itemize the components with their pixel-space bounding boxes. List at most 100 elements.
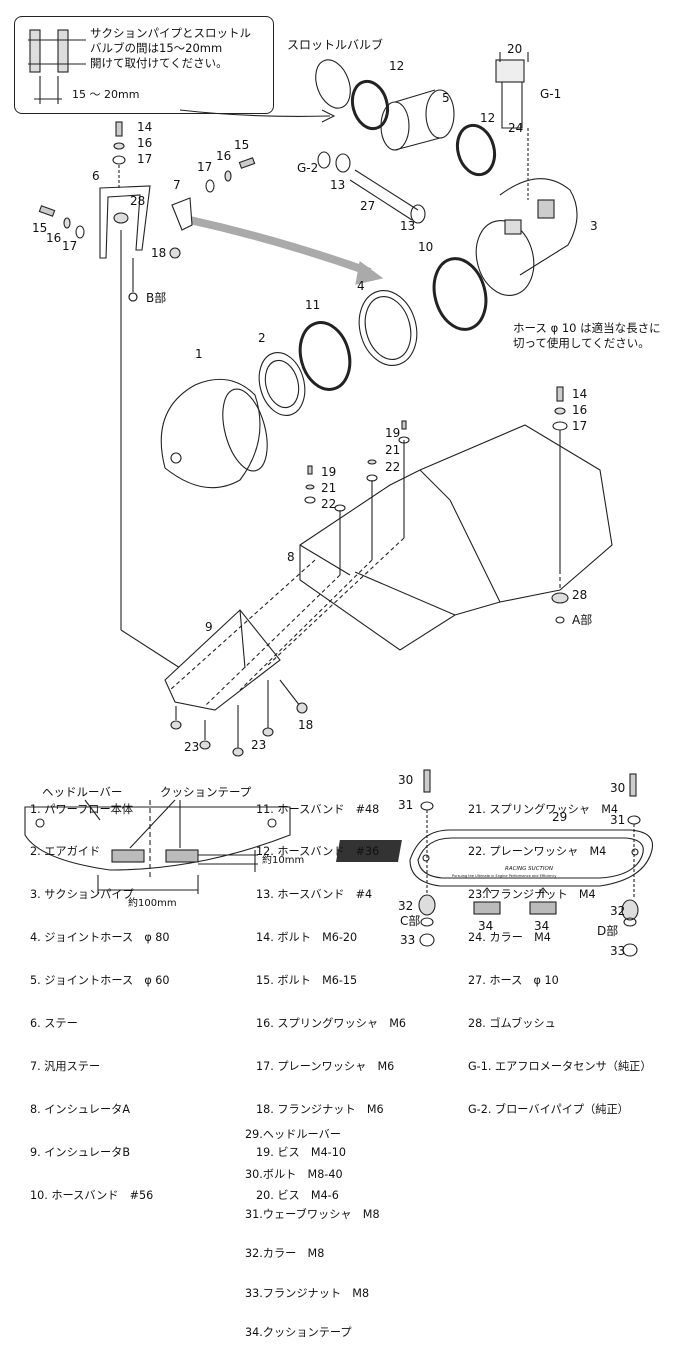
rubber-bush-28	[551, 592, 569, 604]
callout-28: 28	[130, 194, 145, 208]
part-item: 30.ボルト M8-40	[245, 1168, 343, 1181]
bolt-15	[38, 205, 56, 217]
bolt-14	[115, 121, 123, 137]
callout-19b: 19	[321, 465, 336, 479]
bolt-14b	[556, 386, 564, 402]
hks-logo: HKS RACING SUCTION Pursuing the Ultimate…	[336, 840, 556, 878]
part-item: 29.ヘッドルーバー	[245, 1128, 341, 1142]
part-item: 23. フランジナット M4	[468, 888, 596, 902]
flange-nut-23b	[199, 740, 211, 750]
callout-17b: 17	[197, 160, 212, 174]
plain-washer-17	[112, 155, 126, 165]
plain-washer-22	[398, 436, 410, 444]
guide-line	[279, 679, 301, 707]
air-flow-meter-sensor	[495, 52, 529, 200]
installation-note-text: サクションパイプとスロットル バルブの間は15～20mm 開けて取付けてください…	[90, 26, 251, 71]
callout-17c: 17	[62, 239, 77, 253]
note-line: 開けて取付けてください。	[90, 56, 228, 70]
callout-11: 11	[305, 298, 320, 312]
callout-7: 7	[173, 178, 181, 192]
part-item: 5. ジョイントホース φ 60	[30, 974, 170, 988]
callout-g1: G-1	[540, 87, 561, 101]
b-part-hole	[128, 292, 138, 302]
callout-30: 30	[398, 773, 413, 787]
hose-note-line: ホース φ 10 は適当な長さに	[513, 321, 661, 335]
exploded-parts-diagram: HKS RACING SUCTION Pursuing the Ultimate…	[24, 29, 661, 958]
callout-17d: 17	[572, 419, 587, 433]
callout-22: 22	[385, 460, 400, 474]
a-part-label: A部	[572, 612, 592, 627]
part-item: 11. ホースバンド #48	[256, 802, 380, 816]
callout-2: 2	[258, 331, 266, 345]
callout-3: 3	[590, 219, 598, 233]
callout-15: 15	[234, 138, 249, 152]
spring-washer-21	[367, 459, 377, 465]
callout-15b: 15	[32, 221, 47, 235]
dimension-100mm: 約100mm	[128, 896, 177, 909]
callout-27: 27	[360, 199, 375, 213]
throttle-valve-ring	[315, 59, 351, 109]
callout-33: 33	[400, 933, 415, 947]
part-item: 3. サクションパイプ	[30, 888, 134, 902]
callout-23b: 23	[251, 738, 266, 752]
part-item: 22. プレーンワッシャ M4	[468, 845, 607, 859]
part-item: 18. フランジナット M6	[256, 1102, 384, 1116]
part-item: 19. ビス M4-10	[256, 1145, 346, 1159]
insulator-b	[164, 609, 281, 711]
part-item: 16. スプリングワッシャ M6	[256, 1017, 406, 1031]
screw-19b	[307, 465, 313, 475]
part-item: 33.フランジナット M8	[245, 1286, 370, 1300]
assembly-arrow	[189, 216, 372, 276]
installation-note-box	[14, 16, 274, 114]
cushion-tape-label: クッションテープ	[160, 785, 252, 799]
callout-20: 20	[507, 42, 522, 56]
joint-hose-5-end	[425, 89, 455, 139]
callout-g2: G-2	[297, 161, 318, 175]
callout-21: 21	[385, 443, 400, 457]
head-louver-drawing	[24, 799, 291, 894]
callout-12b: 12	[480, 111, 495, 125]
part-item: 2. エアガイド	[30, 845, 101, 859]
callout-32: 32	[398, 899, 413, 913]
callout-8: 8	[287, 550, 295, 564]
callout-13b: 13	[400, 219, 415, 233]
callout-34b: 34	[534, 919, 549, 933]
part-item: 12. ホースバンド #36	[256, 845, 380, 859]
callout-34: 34	[478, 919, 493, 933]
part-item: 31.ウェーブワッシャ M8	[245, 1207, 380, 1221]
part-item: 21. スプリングワッシャ M4	[468, 802, 618, 816]
svg-text:HKS: HKS	[498, 842, 535, 861]
dimension-10mm: 約10mm	[262, 853, 304, 866]
part-item: 32.カラー M8	[245, 1247, 325, 1261]
callout-23: 23	[184, 740, 199, 754]
hose-band-12b	[455, 123, 497, 177]
hose-band-11	[298, 321, 352, 391]
part-item: 10. ホースバンド #56	[30, 1188, 154, 1202]
plain-washer-22d	[304, 496, 316, 504]
callout-21b: 21	[321, 481, 336, 495]
part-item: 20. ビス M4-6	[256, 1188, 339, 1202]
powerflow-filter	[160, 378, 268, 489]
hose-band-12	[350, 79, 390, 131]
callout-14: 14	[137, 120, 152, 134]
part-item: 28. ゴムブッシュ	[468, 1017, 556, 1031]
callout-30b: 30	[610, 781, 625, 795]
note-pipe-illustration	[28, 29, 86, 104]
part-item: 8. インシュレータA	[30, 1102, 130, 1116]
hose-band-10	[432, 257, 488, 331]
part-item: 7. 汎用ステー	[30, 1059, 101, 1073]
c-part-label: C部	[400, 913, 420, 928]
plain-washer-17d	[552, 421, 568, 431]
spring-washer-16c	[224, 170, 232, 182]
callout-16d: 16	[572, 403, 587, 417]
callout-10: 10	[418, 240, 433, 254]
part-item: 13. ホースバンド #4	[256, 888, 373, 902]
flange-nut-18	[169, 247, 181, 259]
callout-18: 18	[151, 246, 166, 260]
spring-washer-16b	[63, 217, 71, 229]
joint-hose-5-end	[380, 101, 410, 151]
joint-hose-5	[394, 89, 441, 151]
svg-text:Pursuing the Ultimate in Engin: Pursuing the Ultimate in Engine Performa…	[452, 874, 556, 878]
hose-27	[349, 169, 419, 221]
assembly-arrow-head	[355, 261, 384, 285]
